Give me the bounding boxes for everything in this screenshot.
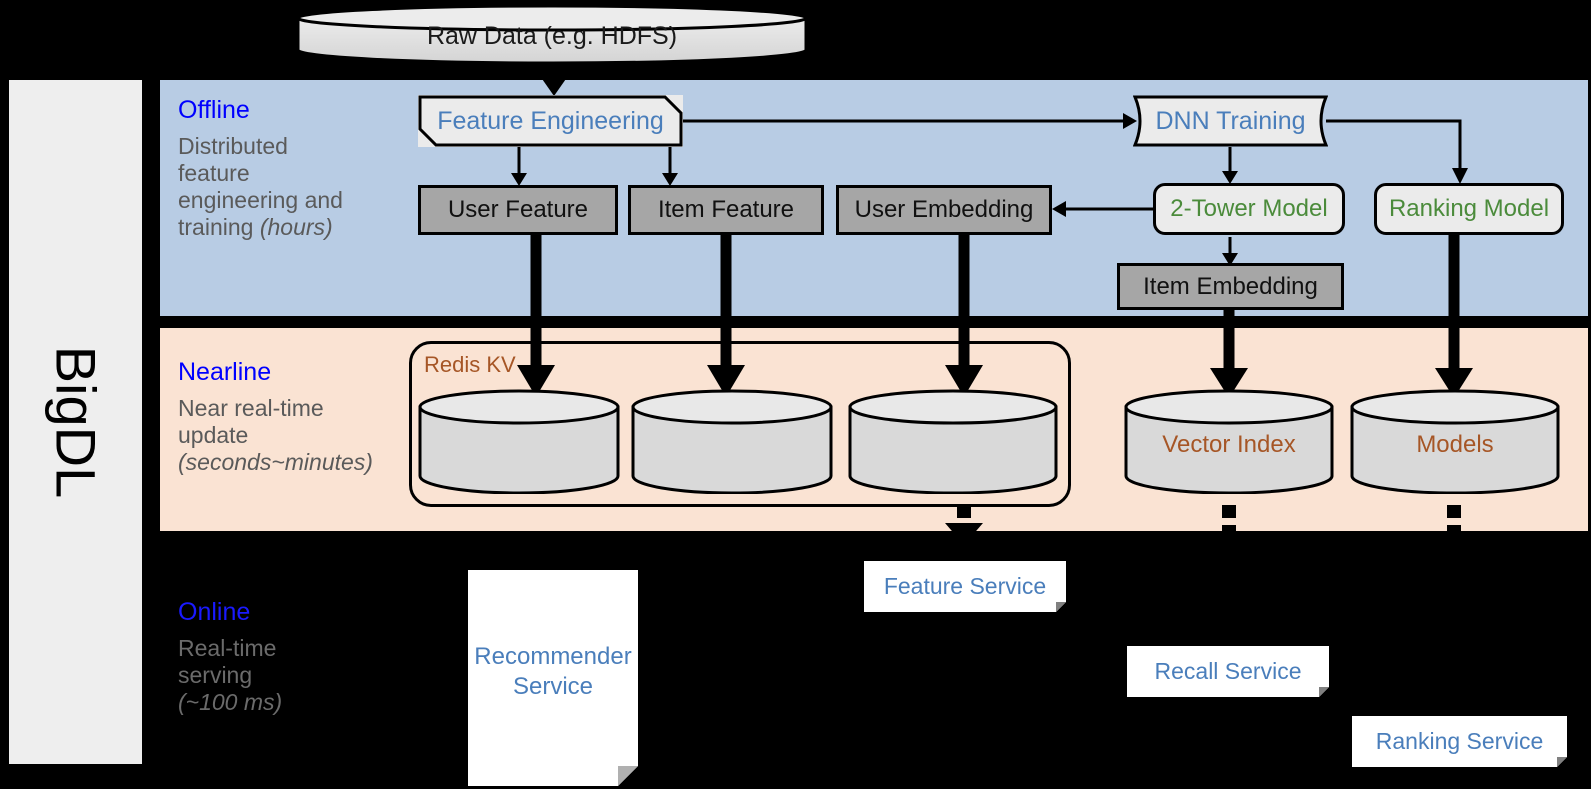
arrow-twotower-to-userembedding [1052,198,1156,220]
ranking-model-label: Ranking Model [1388,195,1550,222]
online-description: Real-time serving (~100 ms) [178,635,393,716]
pipe-vectorindex-to-recallservice [1206,505,1252,539]
raw-data-cylinder: Raw Data (e.g. HDFS) [296,4,808,64]
online-title: Online [178,598,251,626]
item-embedding-store[interactable]: Item Embedding [1117,263,1344,310]
pipe-itemembedding-to-vectorindex [1206,310,1252,400]
kv-store-cylinder-3[interactable] [848,389,1058,494]
pipe-kv3-to-featureservice [941,505,987,545]
ranking-model-node[interactable]: Ranking Model [1374,183,1564,235]
feature-service-label: Feature Service [883,573,1047,599]
vector-index-cylinder[interactable]: Vector Index [1124,389,1334,494]
user-feature-store[interactable]: User Feature [418,185,618,235]
user-embedding-store[interactable]: User Embedding [836,185,1052,235]
nearline-description: Near real-time update (seconds~minutes) [178,395,413,476]
arrow-featureeng-to-itemfeature [659,147,681,187]
pipe-itemfeature-to-kv2 [703,235,749,400]
bigdl-sidebar: BigDL [6,77,145,767]
dnn-training-node[interactable]: DNN Training [1133,95,1328,147]
nearline-desc-emphasis: (seconds~minutes) [178,448,373,475]
pipe-rankingmodel-to-models [1431,235,1477,400]
arrow-featureeng-to-dnn [683,110,1138,132]
raw-data-label: Raw Data (e.g. HDFS) [426,22,678,50]
offline-title: Offline [178,96,250,124]
dnn-training-label: DNN Training [1155,106,1306,135]
item-feature-store[interactable]: Item Feature [628,185,824,235]
nearline-desc-line2: update [178,421,249,448]
feature-engineering-node[interactable]: Feature Engineering [418,95,683,147]
arrow-featureeng-to-userfeature [508,147,530,187]
arrow-twotower-to-itemembedding [1219,237,1241,267]
arrow-rawdata-to-featureeng [540,62,580,98]
bigdl-label: BigDL [44,345,107,499]
kv-store-cylinder-1[interactable] [418,389,620,494]
kv-store-cylinder-2[interactable] [631,389,833,494]
redis-kv-group [409,341,1071,507]
recommender-service-labels: Recommender Service [468,642,638,702]
offline-desc-line4: training [178,213,260,240]
ranking-service-label: Ranking Service [1375,728,1544,754]
models-cylinder[interactable]: Models [1350,389,1560,494]
offline-desc-line1: Distributed [178,133,288,159]
models-label: Models [1416,431,1494,458]
arrow-dnn-to-twotower [1219,147,1241,185]
user-embedding-label: User Embedding [854,196,1034,223]
nearline-caption: Nearline Near real-time update (seconds~… [178,358,413,476]
online-desc-line2: serving [178,661,253,688]
recommender-service-line1: Recommender [474,643,632,670]
offline-desc-line2: feature [178,159,250,186]
offline-caption: Offline Distributed feature engineering … [178,96,393,241]
offline-desc-emphasis: (hours) [259,213,333,240]
recommender-service-line2: Service [512,673,594,700]
offline-description: Distributed feature engineering and trai… [178,133,393,241]
recall-service-note[interactable]: Recall Service [1127,646,1329,697]
online-desc-emphasis: (~100 ms) [178,688,283,715]
nearline-title: Nearline [178,358,272,386]
recommender-service-note[interactable]: Recommender Service [468,570,638,786]
offline-desc-line3: engineering and [178,186,343,213]
pipe-userembedding-to-kv3 [941,235,987,400]
item-feature-label: Item Feature [657,196,795,223]
pipe-models-to-rankingservice [1431,505,1477,539]
ranking-service-note[interactable]: Ranking Service [1352,716,1567,767]
vector-index-label: Vector Index [1162,431,1296,458]
pipe-userfeature-to-kv1 [513,235,559,400]
online-desc-line1: Real-time [178,635,277,661]
feature-engineering-label: Feature Engineering [437,106,664,135]
arrow-dnn-to-rankingmodel [1326,110,1476,188]
online-caption: Online Real-time serving (~100 ms) [178,598,393,716]
two-tower-model-node[interactable]: 2-Tower Model [1153,183,1345,235]
nearline-desc-line1: Near real-time [178,395,324,421]
item-embedding-label: Item Embedding [1143,272,1318,300]
recall-service-label: Recall Service [1154,658,1302,684]
redis-kv-label: Redis KV [424,352,516,377]
feature-service-note[interactable]: Feature Service [864,561,1066,612]
user-feature-label: User Feature [447,196,589,223]
two-tower-model-label: 2-Tower Model [1170,195,1328,222]
